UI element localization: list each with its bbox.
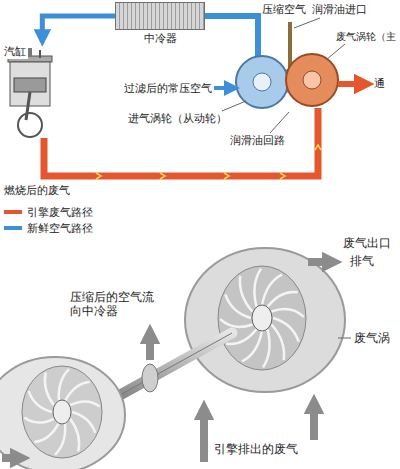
drawing-part [34, 423, 59, 442]
drawing-part [45, 373, 54, 406]
drawing-part [303, 71, 321, 89]
drawing-part [18, 113, 42, 137]
engine-cylinder: 汽缸 [2, 40, 58, 158]
drawing-part [308, 258, 332, 266]
drawing-part [270, 112, 289, 133]
legend-text: 引擎废气路径 [27, 205, 93, 220]
drawing-part [268, 292, 298, 307]
legend-row: 引擎废气路径 [4, 204, 93, 220]
drawing-part [272, 325, 285, 361]
drawing-part [205, 16, 258, 56]
legend-text: 新鲜空气路径 [27, 221, 93, 236]
intercooler-box: 中冷器 [115, 2, 205, 30]
air-pipe-connector [42, 16, 115, 38]
drawing-part [286, 54, 338, 106]
part-label: 废气涡 [354, 331, 390, 345]
part-label: 压缩后的空气流向中冷器 [70, 290, 158, 319]
drawing-part [14, 78, 46, 92]
node-label: 汽缸 [2, 44, 28, 59]
drawing-part [120, 333, 232, 395]
drawing-part [70, 419, 79, 452]
drawing-part [220, 319, 252, 327]
drawing-part [96, 145, 321, 179]
part-label: 排气 [350, 254, 374, 268]
drawing-part [310, 404, 318, 440]
drawing-part [220, 269, 304, 368]
part-label: 压缩空气 [262, 3, 306, 16]
drawing-part [214, 86, 232, 90]
drawing-part [70, 401, 100, 406]
part-label: 进气涡轮（从动轮） [128, 112, 227, 125]
drawing-part [24, 418, 54, 423]
drawing-part [272, 309, 304, 317]
drawing-part [338, 81, 364, 87]
drawing-part [253, 73, 271, 91]
drawing-part [146, 334, 154, 360]
drawing-part [185, 248, 345, 392]
drawing-part [252, 305, 272, 331]
drawing-part [326, 44, 345, 60]
drawing-part [65, 382, 90, 401]
drawing-part [142, 364, 158, 392]
legend-swatch [4, 226, 22, 230]
part-label: 通 [374, 77, 385, 90]
node-label: 中冷器 [144, 32, 177, 45]
drawing-part [0, 357, 125, 469]
part-label: 废气涡轮（主 [336, 31, 396, 43]
drawing-part [2, 454, 20, 462]
drawing-part [222, 101, 246, 111]
drawing-part [294, 18, 320, 28]
drawing-part [28, 48, 32, 57]
drawing-part [200, 410, 208, 462]
drawing-part [120, 333, 232, 395]
drawing-part [338, 338, 351, 339]
drawing-part [44, 108, 318, 176]
legend-swatch [4, 210, 22, 214]
drawing-part [24, 369, 99, 455]
drawing-part [236, 56, 288, 108]
drawing-part [218, 266, 306, 370]
drawing-part [26, 92, 30, 120]
drawing-part [39, 50, 41, 58]
drawing-part [22, 366, 102, 458]
part-label: 过滤后的常压空气 [124, 82, 212, 95]
part-label: 燃烧后的废气 [4, 184, 70, 197]
legend: 引擎废气路径新鲜空气路径 [4, 204, 93, 236]
part-label: 废气出口 [343, 236, 391, 250]
part-label: 引擎排出的废气 [214, 442, 298, 456]
drawing-part [53, 400, 71, 424]
drawing-part [254, 269, 261, 307]
drawing-part [263, 329, 270, 367]
drawing-part [240, 276, 253, 312]
legend-row: 新鲜空气路径 [4, 220, 93, 236]
part-label: 润滑油进口 [312, 3, 367, 16]
part-label: 润滑油回路 [230, 134, 285, 147]
